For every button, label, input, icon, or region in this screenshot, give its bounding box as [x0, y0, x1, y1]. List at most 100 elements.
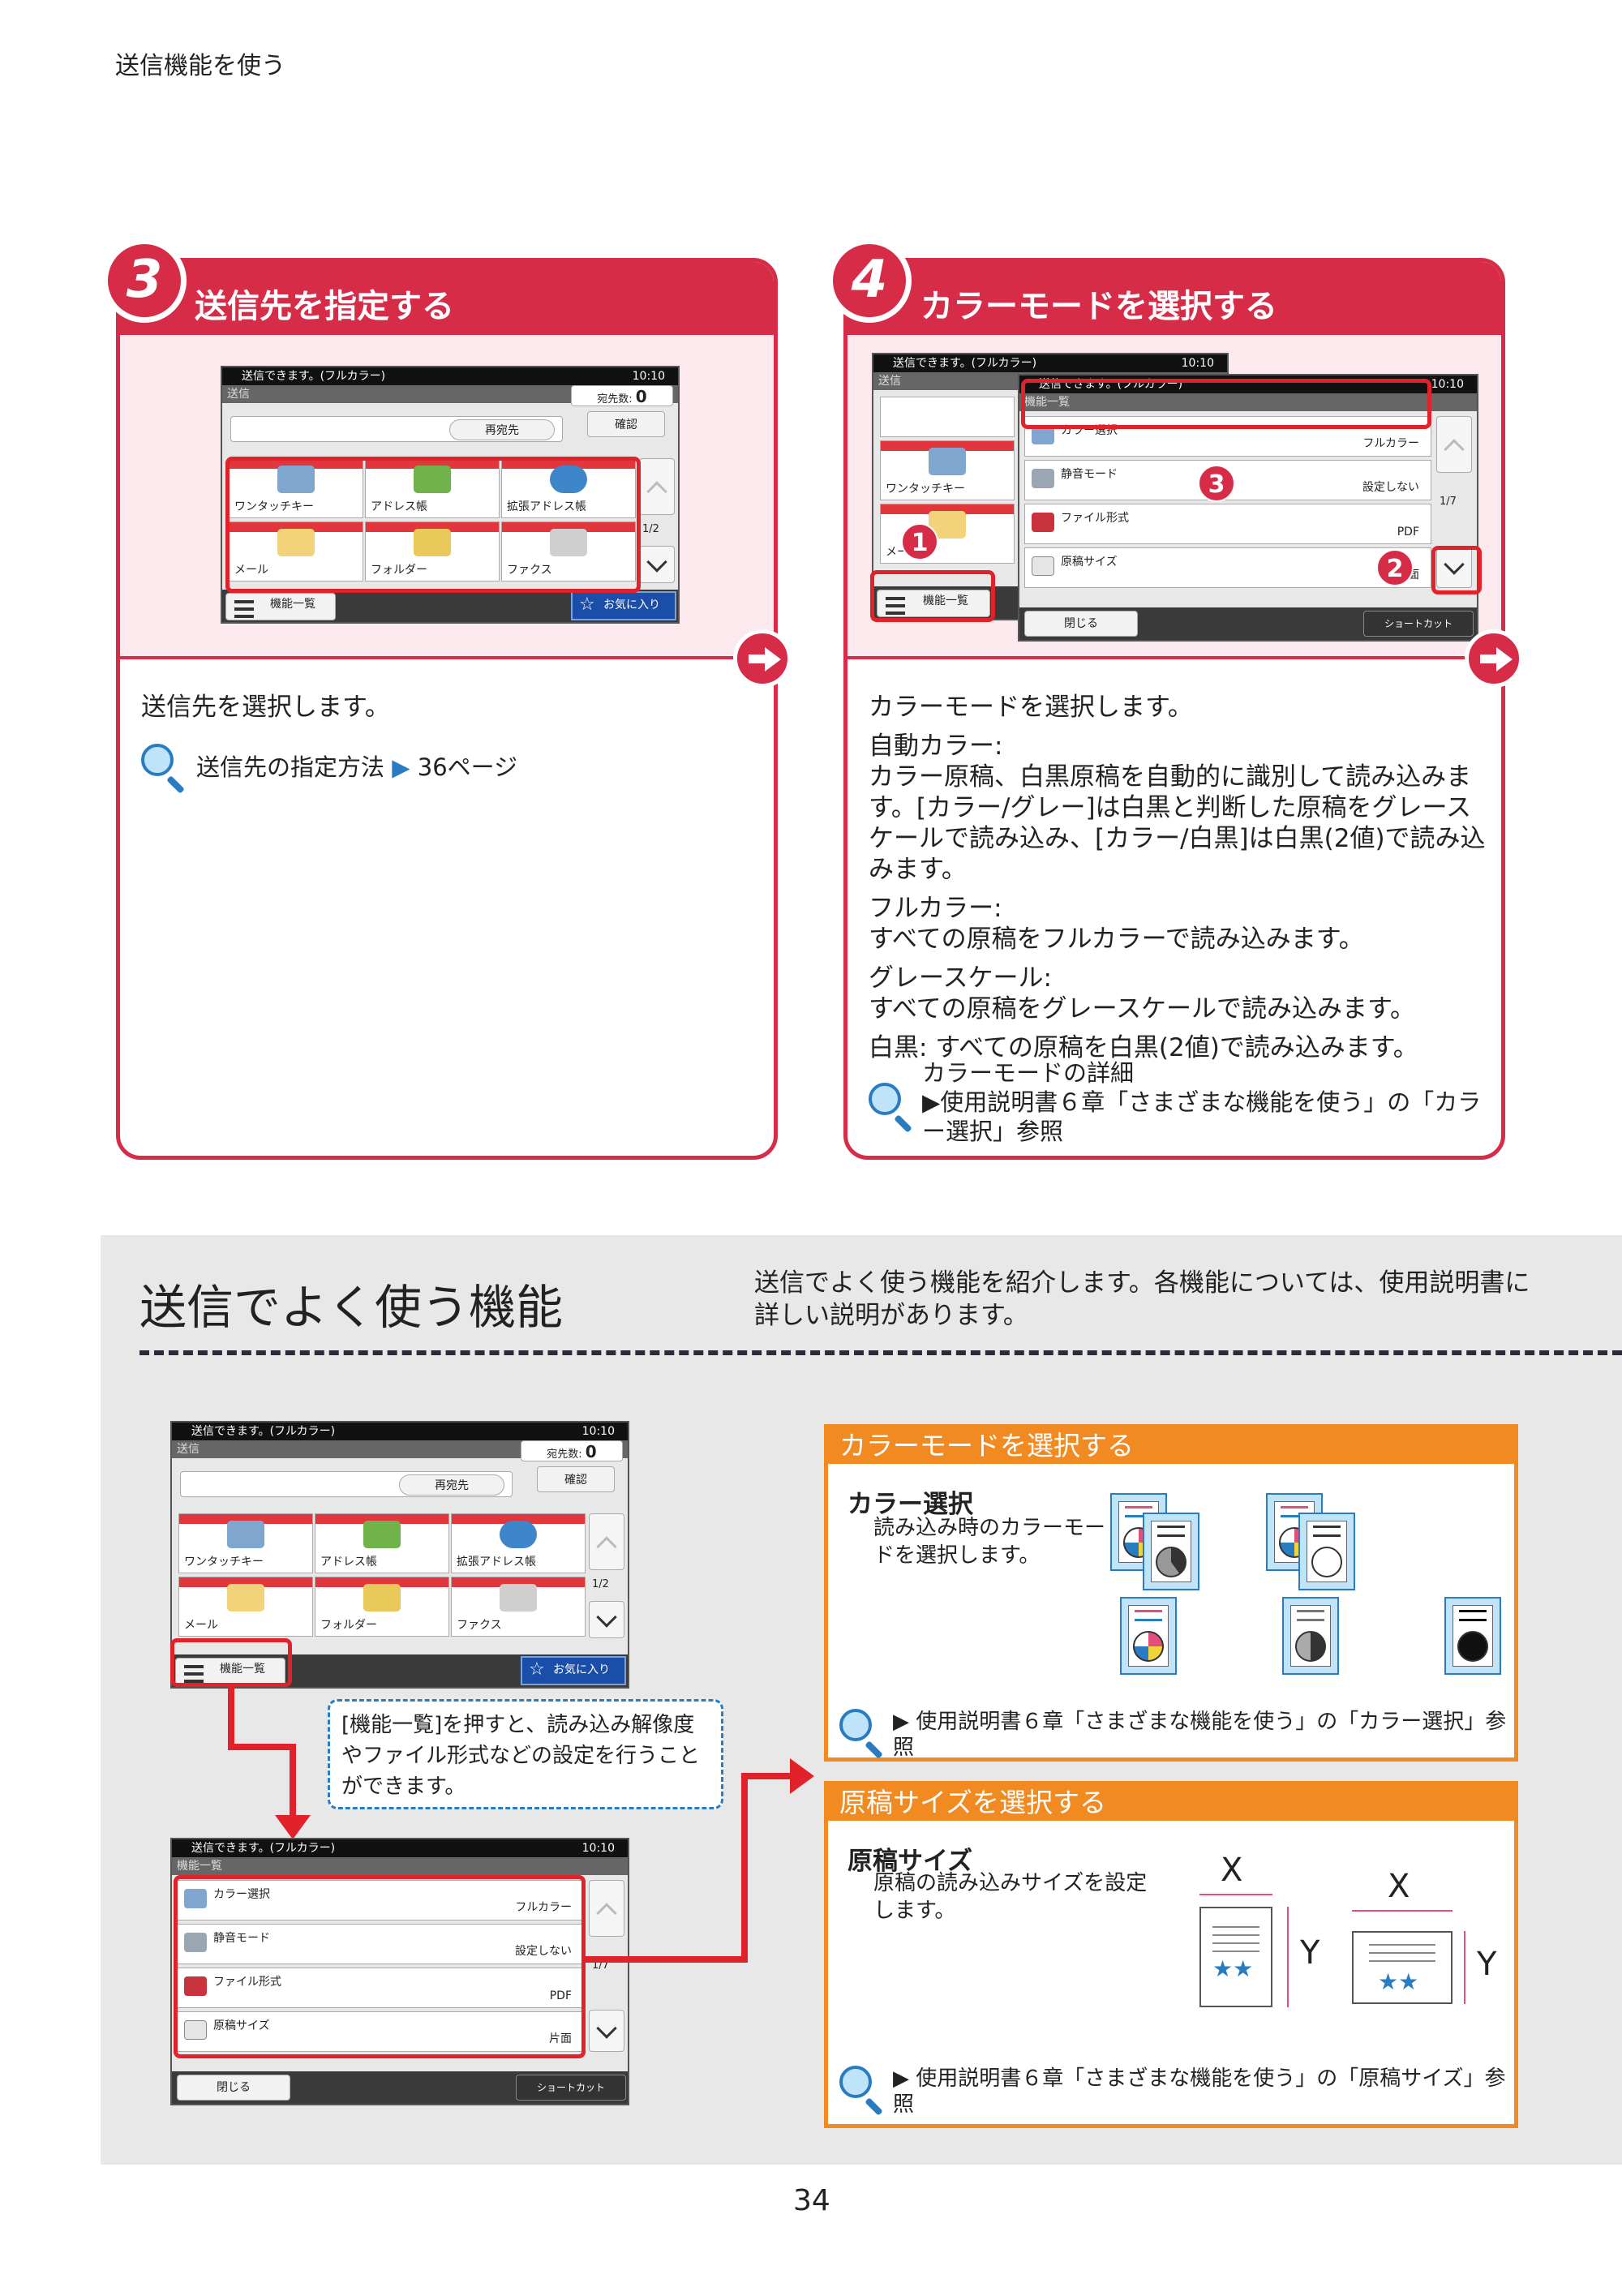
feature-size-head: 原稿サイズを選択する — [828, 1785, 1514, 1821]
section-lead: 送信でよく使う機能を紹介します。各機能については、使用説明書に詳しい説明がありま… — [754, 1268, 1530, 1330]
panel-bottom-bar: 閉じる ショートカット — [1019, 607, 1477, 640]
row-color-select[interactable]: カラー選択フルカラー — [1024, 416, 1431, 457]
landscape-y-label: Y — [1477, 1946, 1497, 1983]
list-icon — [234, 600, 254, 618]
flow-line — [228, 1744, 296, 1750]
monochrome-text: 白黒: すべての原稿を白黒(2値)で読み込みます。 — [869, 1033, 1418, 1062]
tile-one-touch[interactable]: ワンタッチキー — [229, 458, 363, 518]
redial-button[interactable]: 再宛先 — [449, 419, 555, 440]
tile-fax[interactable]: ファクス — [501, 521, 636, 582]
shortcut-button[interactable]: ショートカット — [516, 2075, 626, 2101]
tile-one-touch[interactable]: ワンタッチキー — [880, 440, 1015, 500]
row-value: 片面 — [549, 2032, 572, 2045]
dest-count-label: 宛先数: — [547, 1448, 582, 1461]
flow-arrow-right-icon — [790, 1758, 814, 1794]
fax-icon — [550, 529, 587, 556]
favorites-button[interactable]: ☆お気に入り — [521, 1656, 626, 1685]
step-4-intro: カラーモードを選択します。 — [869, 693, 1193, 722]
tile-email[interactable]: メール — [229, 521, 363, 582]
favorites-button[interactable]: ☆お気に入り — [571, 591, 676, 620]
chevron-up-icon — [646, 481, 667, 502]
panel-bottom-bar: 機能一覧 ☆お気に入り — [172, 1654, 628, 1687]
pdf-icon — [1032, 513, 1054, 532]
function-list-button[interactable]: 機能一覧 — [877, 590, 990, 617]
scroll-up-button[interactable] — [1436, 416, 1472, 473]
confirm-button[interactable]: 確認 — [587, 411, 665, 437]
tile-one-touch[interactable]: ワンタッチキー — [178, 1513, 313, 1573]
row-quiet-mode[interactable]: 静音モード設定しない — [177, 1924, 584, 1964]
tile-label: ワンタッチキー — [234, 500, 314, 513]
tile-folder[interactable]: フォルダー — [365, 521, 500, 582]
feature-color-mode: カラーモードを選択する カラー選択 読み込み時のカラーモードを選択します。 ▶ … — [824, 1424, 1518, 1762]
triangle-icon: ▶ — [392, 753, 410, 781]
page-indicator: 1/2 — [642, 523, 659, 535]
full-color-text: すべての原稿をフルカラーで読み込みます。 — [869, 925, 1364, 954]
feature-color-reference[interactable]: ▶ 使用説明書６章「さまざまな機能を使う」の「カラー選択」参照 — [893, 1710, 1507, 1760]
portrait-x-dimension — [1199, 1894, 1272, 1895]
tile-ext-address-book[interactable]: 拡張アドレス帳 — [451, 1513, 586, 1573]
scroll-down-button[interactable] — [639, 546, 675, 583]
list-icon — [184, 1665, 204, 1683]
row-color-select[interactable]: カラー選択フルカラー — [177, 1880, 584, 1920]
folder-icon — [414, 529, 451, 556]
tile-label: ワンタッチキー — [886, 483, 965, 496]
landscape-x-label: X — [1388, 1868, 1410, 1905]
row-value: 設定しない — [515, 1945, 572, 1958]
redial-button[interactable]: 再宛先 — [399, 1474, 504, 1496]
list-icon — [886, 597, 905, 615]
function-list-button[interactable]: 機能一覧 — [175, 1658, 285, 1685]
row-original-size[interactable]: 原稿サイズ片面 — [177, 2011, 584, 2052]
destination-field[interactable] — [880, 397, 1015, 437]
original-size-icon — [184, 2020, 207, 2040]
tile-fax[interactable]: ファクス — [451, 1577, 586, 1637]
row-name: 原稿サイズ — [1061, 556, 1118, 569]
step-4-header: カラーモードを選択する — [847, 262, 1501, 335]
scroll-down-button[interactable] — [1436, 546, 1472, 588]
full-color-label: フルカラー: — [869, 894, 1002, 923]
shortcut-button[interactable]: ショートカット — [1363, 611, 1474, 637]
envelope-icon — [277, 529, 315, 556]
step-4-card: カラーモードを選択する 送信できます。(フルカラー) 10:10 送信 ワンタッ… — [843, 258, 1505, 1160]
grayscale-icon — [1282, 1597, 1339, 1675]
scroll-up-button[interactable] — [639, 458, 675, 515]
tile-email[interactable]: メール — [178, 1577, 313, 1637]
original-size-icon — [1032, 556, 1054, 576]
magnifier-icon — [839, 2066, 886, 2116]
star-icon: ★★ — [1212, 1955, 1254, 1982]
flow-line — [741, 1773, 796, 1779]
auto-color-label: 自動カラー: — [869, 732, 1003, 761]
tile-email[interactable]: メール — [880, 504, 1015, 564]
scroll-up-button[interactable] — [589, 1880, 624, 1937]
one-touch-icon — [929, 448, 966, 475]
scroll-down-button[interactable] — [589, 1601, 624, 1638]
row-value: PDF — [1397, 526, 1419, 539]
scroll-down-button[interactable] — [589, 2010, 624, 2052]
auto-color-mono-icon-b — [1298, 1513, 1355, 1590]
tile-label: フォルダー — [371, 564, 427, 577]
tile-label: 拡張アドレス帳 — [507, 500, 586, 513]
one-touch-icon — [227, 1521, 264, 1548]
screen-label: 機能一覧 — [1019, 393, 1477, 411]
scroll-up-button[interactable] — [589, 1513, 624, 1570]
function-rows-highlight — [174, 1875, 586, 2058]
chevron-up-icon — [1444, 439, 1465, 460]
feature-size-reference[interactable]: ▶ 使用説明書６章「さまざまな機能を使う」の「原稿サイズ」参照 — [893, 2066, 1506, 2117]
tile-address-book[interactable]: アドレス帳 — [315, 1513, 449, 1573]
step-4-reference[interactable]: カラーモードの詳細 ▶使用説明書６章「さまざまな機能を使う」の「カラー選択」参照 — [922, 1058, 1482, 1146]
send-panel-example: 送信できます。(フルカラー) 10:10 送信 再宛先 宛先数: 0 確認 ワン… — [170, 1421, 629, 1689]
close-button[interactable]: 閉じる — [1024, 611, 1138, 637]
tile-address-book[interactable]: アドレス帳 — [365, 458, 500, 518]
send-panel: 送信できます。(フルカラー) 10:10 送信 再宛先 宛先数: 0 確認 ワン… — [221, 366, 680, 624]
step-3-text: 送信先を選択します。 — [141, 692, 390, 723]
function-list-button[interactable]: 機能一覧 — [225, 593, 336, 620]
confirm-button[interactable]: 確認 — [537, 1466, 615, 1492]
function-list-panel-example: 送信できます。(フルカラー) 10:10 機能一覧 カラー選択フルカラー 静音モ… — [170, 1838, 629, 2105]
step-3-reference[interactable]: 送信先の指定方法 ▶ 36ページ — [196, 749, 517, 783]
tile-folder[interactable]: フォルダー — [315, 1577, 449, 1637]
close-button[interactable]: 閉じる — [177, 2075, 290, 2101]
